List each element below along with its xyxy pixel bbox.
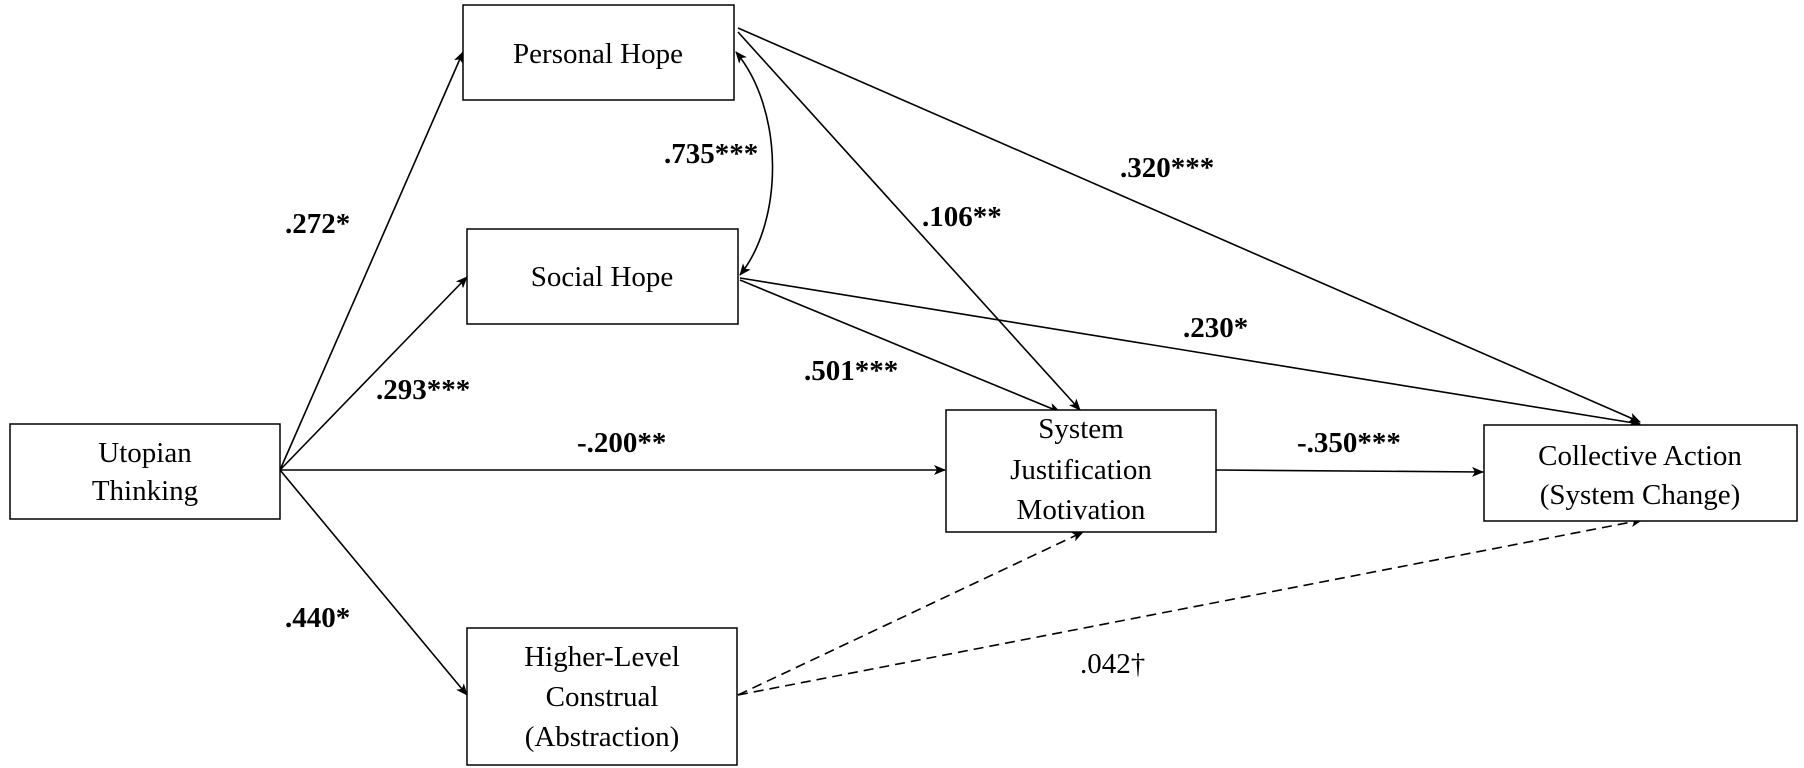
node-utopian-thinking: Utopian Thinking	[9, 423, 281, 520]
node-system-justification-box	[945, 409, 1217, 533]
edge-personal-hope-to-collective-action	[737, 27, 1641, 423]
node-collective-action-line-2: (System Change)	[1540, 479, 1741, 511]
node-system-justification-line-2: Justification	[1010, 454, 1152, 486]
coef-personal-sjm: .106**	[922, 201, 1002, 233]
edge-social-hope-to-collective-action	[739, 277, 1641, 428]
node-higher-level-line-1: Higher-Level	[524, 641, 680, 673]
node-utopian-thinking-line-1: Utopian	[98, 437, 192, 469]
edge-personal-social-covariance	[735, 51, 774, 276]
node-personal-hope-box	[462, 4, 735, 101]
node-social-hope: Social Hope	[466, 228, 739, 325]
edge-social-hope-to-system-justification	[739, 279, 1061, 413]
edge-higher-level-to-system-justification	[737, 531, 1084, 696]
node-collective-action-box	[1483, 424, 1798, 522]
coef-utopian-higher: .440*	[285, 602, 350, 634]
node-social-hope-box	[466, 228, 739, 325]
coef-higher-collective: .042†	[1080, 648, 1145, 680]
edge-utopian-to-higher-level	[279, 469, 468, 696]
coef-personal-collective: .320***	[1120, 152, 1214, 184]
node-higher-level-construal-box	[466, 627, 738, 766]
node-collective-action-line-1: Collective Action	[1538, 440, 1742, 472]
node-higher-level-line-3: (Abstraction)	[525, 721, 680, 753]
edge-system-justification-to-collective-action	[1215, 466, 1484, 477]
edge-utopian-to-social-hope	[279, 276, 468, 471]
node-system-justification-line-1: System	[1038, 413, 1124, 445]
node-utopian-thinking-line-2: Thinking	[92, 475, 198, 507]
node-system-justification: System Justification Motivation	[945, 409, 1217, 533]
coef-utopian-sjm: -.200**	[577, 427, 666, 459]
coefficient-labels: .272* .293*** -.200** .440* .735*** .106…	[285, 138, 1401, 680]
node-social-hope-label: Social Hope	[531, 261, 674, 293]
edges	[279, 27, 1643, 696]
edge-higher-level-to-collective-action	[737, 517, 1643, 696]
coef-utopian-social: .293***	[376, 374, 470, 406]
node-personal-hope-label: Personal Hope	[513, 38, 683, 70]
node-system-justification-line-3: Motivation	[1017, 494, 1146, 526]
node-higher-level-construal: Higher-Level Construal (Abstraction)	[466, 627, 738, 766]
node-higher-level-line-2: Construal	[546, 681, 659, 713]
coef-personal-social-covariance: .735***	[664, 138, 758, 170]
edge-utopian-to-personal-hope	[279, 51, 464, 471]
coef-utopian-personal: .272*	[285, 208, 350, 240]
node-personal-hope: Personal Hope	[462, 4, 735, 101]
node-collective-action: Collective Action (System Change)	[1483, 424, 1798, 522]
edge-personal-hope-to-system-justification	[737, 31, 1081, 411]
coef-sjm-collective: -.350***	[1297, 427, 1401, 459]
node-utopian-thinking-box	[9, 423, 281, 520]
coef-social-sjm: .501***	[804, 355, 898, 387]
coef-social-collective: .230*	[1183, 312, 1248, 344]
